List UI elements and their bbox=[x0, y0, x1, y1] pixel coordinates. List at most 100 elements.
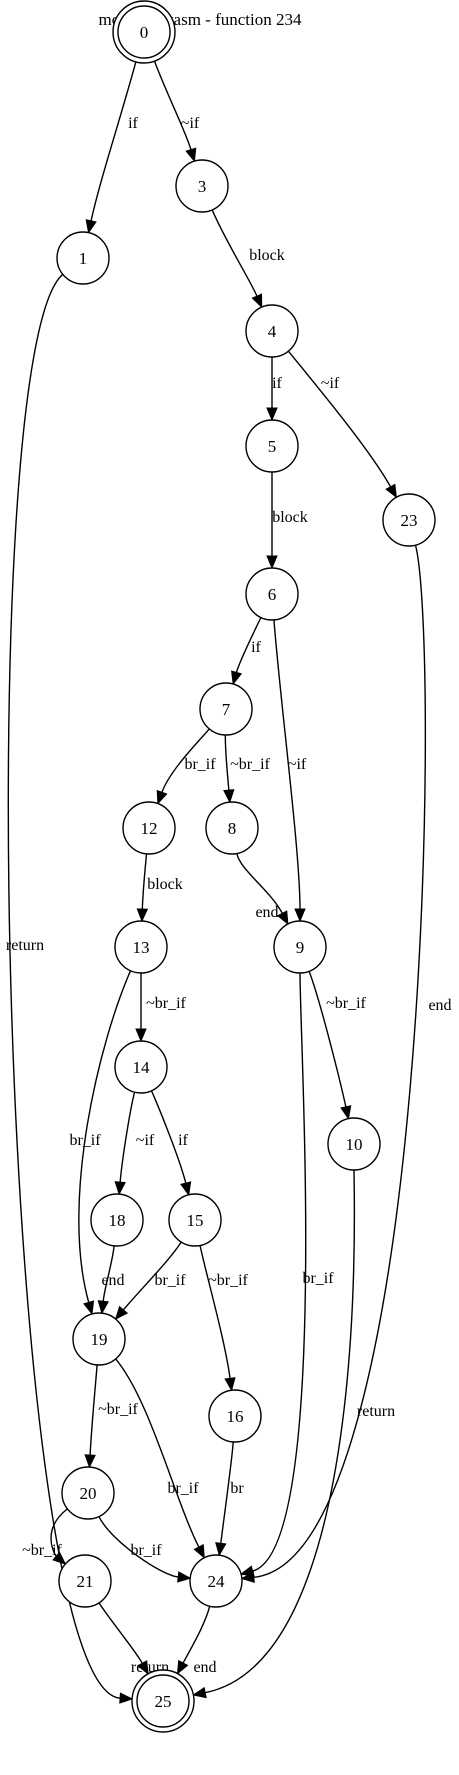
arrowhead-icon bbox=[97, 1300, 109, 1315]
edge-20-21: ~br_if bbox=[22, 1508, 68, 1565]
edge-10-25: return bbox=[192, 1169, 395, 1699]
node-label: 10 bbox=[346, 1135, 363, 1154]
node-label: 3 bbox=[198, 177, 207, 196]
node-10: 10 bbox=[327, 1117, 381, 1171]
arrowhead-icon bbox=[340, 1105, 352, 1120]
arrowhead-icon bbox=[177, 1571, 192, 1583]
arrowhead-icon bbox=[193, 1544, 205, 1559]
node-7: 7 bbox=[199, 682, 253, 736]
edge-1-25: return bbox=[6, 273, 134, 1704]
arrowhead-icon bbox=[266, 407, 278, 422]
edge-label: if bbox=[251, 639, 261, 656]
node-20: 20 bbox=[61, 1466, 115, 1520]
edge-13-14: ~br_if bbox=[135, 972, 187, 1043]
node-label: 12 bbox=[141, 819, 158, 838]
arrowhead-icon bbox=[385, 483, 397, 499]
node-label: 20 bbox=[80, 1484, 97, 1503]
edge-label: br_if bbox=[69, 1132, 101, 1149]
node-9: 9 bbox=[273, 920, 327, 974]
arrowhead-icon bbox=[156, 789, 168, 805]
arrowhead-icon bbox=[137, 1660, 149, 1675]
edge-8-9: end bbox=[236, 853, 289, 926]
node-24: 24 bbox=[189, 1554, 243, 1608]
edge-label: br_if bbox=[154, 1272, 186, 1289]
edge-6-9: ~if bbox=[273, 619, 307, 923]
edge-label: return bbox=[357, 1403, 395, 1420]
edge-line bbox=[220, 1441, 234, 1544]
edge-3-4: block bbox=[211, 209, 285, 309]
node-circle bbox=[122, 801, 176, 855]
node-18: 18 bbox=[90, 1193, 144, 1247]
arrowhead-icon bbox=[239, 1565, 255, 1577]
node-circle bbox=[175, 159, 229, 213]
edge-line bbox=[141, 853, 148, 910]
edge-5-6: block bbox=[266, 472, 308, 570]
edge-label: ~br_if bbox=[326, 995, 366, 1012]
edge-19-20: ~br_if bbox=[84, 1364, 139, 1469]
edge-label: ~if bbox=[181, 115, 200, 132]
edge-label: ~if bbox=[288, 756, 307, 773]
arrowhead-icon bbox=[114, 1181, 126, 1196]
node-13: 13 bbox=[114, 920, 168, 974]
edge-14-15: if bbox=[150, 1090, 192, 1197]
node-circle bbox=[58, 1554, 112, 1608]
node-circle bbox=[382, 493, 436, 547]
edge-label: br_if bbox=[130, 1542, 162, 1559]
edge-line bbox=[50, 1508, 68, 1557]
edge-12-13: block bbox=[136, 853, 183, 923]
node-label: 24 bbox=[208, 1572, 226, 1591]
arrowhead-icon bbox=[231, 670, 243, 686]
node-circle bbox=[114, 920, 168, 974]
edge-label: end bbox=[255, 904, 278, 921]
arrowhead-icon bbox=[192, 1686, 207, 1699]
edge-line bbox=[119, 1092, 136, 1183]
arrowhead-icon bbox=[176, 1659, 189, 1675]
arrowhead-icon bbox=[224, 1377, 236, 1392]
node-circle bbox=[61, 1466, 115, 1520]
edge-label: ~if bbox=[321, 375, 340, 392]
edge-line bbox=[98, 1516, 179, 1578]
edge-9-24: br_if bbox=[239, 972, 334, 1577]
arrowhead-icon bbox=[84, 1454, 96, 1469]
edge-line bbox=[115, 1358, 200, 1548]
node-15: 15 bbox=[168, 1193, 222, 1247]
node-label: 21 bbox=[77, 1572, 94, 1591]
node-8: 8 bbox=[205, 801, 259, 855]
node-25: 25 bbox=[131, 1669, 195, 1733]
node-label: 16 bbox=[227, 1407, 244, 1426]
edge-label: block bbox=[147, 876, 183, 893]
edge-line bbox=[235, 617, 262, 673]
edge-label: ~br_if bbox=[146, 995, 186, 1012]
edge-label: ~br_if bbox=[230, 756, 270, 773]
edge-line bbox=[89, 1364, 98, 1456]
edge-15-16: ~br_if bbox=[199, 1245, 249, 1392]
node-circle bbox=[327, 1117, 381, 1171]
edge-0-1: if bbox=[85, 61, 139, 234]
node-circle bbox=[245, 419, 299, 473]
edge-14-18: ~if bbox=[114, 1092, 155, 1196]
edge-line bbox=[98, 1602, 143, 1664]
edge-6-7: if bbox=[231, 617, 262, 686]
node-5: 5 bbox=[245, 419, 299, 473]
edge-label: return bbox=[6, 937, 44, 954]
node-19: 19 bbox=[72, 1312, 126, 1366]
node-23: 23 bbox=[382, 493, 436, 547]
node-circle bbox=[114, 1040, 168, 1094]
node-label: 14 bbox=[133, 1058, 151, 1077]
edge-line bbox=[182, 1606, 211, 1664]
edge-label: if bbox=[128, 115, 138, 132]
edge-4-5: if bbox=[266, 357, 283, 422]
arrowhead-icon bbox=[83, 1300, 95, 1316]
arrowhead-icon bbox=[266, 555, 278, 570]
node-label: 8 bbox=[228, 819, 237, 838]
edge-line bbox=[122, 1241, 182, 1311]
node-label: 7 bbox=[222, 700, 231, 719]
node-label: 1 bbox=[79, 249, 88, 268]
edge-line bbox=[224, 734, 230, 791]
node-circle bbox=[117, 5, 171, 59]
edge-line bbox=[7, 273, 121, 1699]
edge-line bbox=[150, 1090, 187, 1184]
node-label: 15 bbox=[187, 1211, 204, 1230]
node-circle bbox=[72, 1312, 126, 1366]
